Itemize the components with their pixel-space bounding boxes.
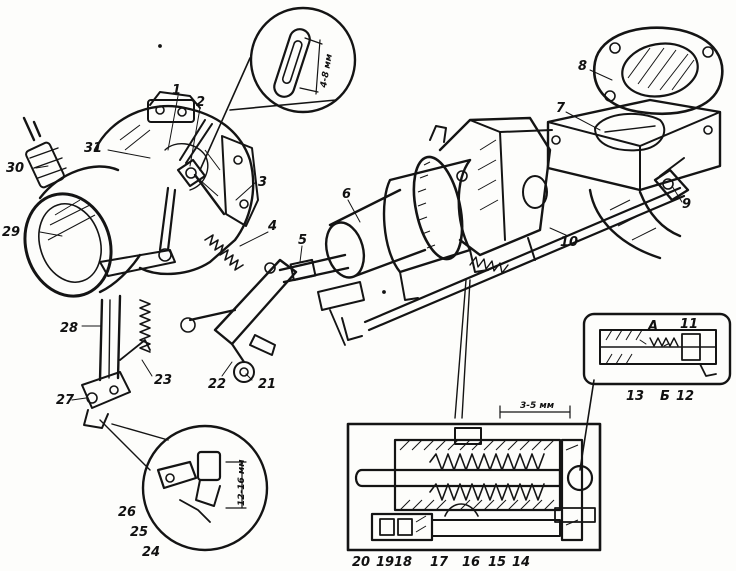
callout-6: 6 — [342, 187, 351, 202]
air-intake-horn — [23, 165, 176, 298]
callout-12: 12 — [676, 389, 694, 404]
callout-labels: 1 2 3 4 5 6 7 8 9 10 11 12 13 14 15 16 1… — [2, 59, 698, 570]
leader-lines — [35, 69, 683, 401]
callout-20: 20 — [352, 555, 370, 570]
callout-29: 29 — [2, 225, 20, 240]
fuel-pump-unit — [546, 26, 724, 260]
choke-solenoid — [22, 116, 67, 189]
callout-14: 14 — [512, 555, 530, 570]
stroke-dimension-label: 12-16 мм — [237, 459, 247, 506]
callout-A: А — [647, 319, 658, 334]
governor-housing-6 — [324, 116, 553, 341]
callout-27: 27 — [56, 393, 75, 408]
governor-lever-21-22 — [180, 258, 298, 383]
callout-10: 10 — [560, 235, 578, 250]
callout-1: 1 — [172, 83, 181, 98]
stray-dot-mark — [158, 44, 162, 48]
stray-dot-mark — [382, 290, 386, 294]
callout-26: 26 — [118, 505, 136, 520]
callout-28: 28 — [60, 321, 78, 336]
governor-cross-section: 3-5 мм — [346, 279, 602, 552]
callout-18: 18 — [394, 555, 412, 570]
throttle-rod-assembly — [81, 294, 151, 429]
callout-9: 9 — [682, 197, 691, 212]
slot-dimension-label: 4-8 мм — [319, 53, 335, 90]
callout-21: 21 — [258, 377, 276, 392]
control-rod-10 — [363, 186, 686, 332]
callout-4: 4 — [267, 219, 277, 234]
callout-30: 30 — [6, 161, 24, 176]
flange-hatching — [627, 47, 695, 91]
callout-7: 7 — [556, 101, 566, 116]
callout-19: 19 — [376, 555, 394, 570]
callout-2: 2 — [196, 95, 205, 110]
callout-16: 16 — [462, 555, 480, 570]
callout-15: 15 — [488, 555, 506, 570]
valve-detail-inset — [579, 312, 732, 471]
gap-dimension-label: 3-5 мм — [520, 401, 555, 411]
callout-B: Б — [660, 389, 670, 404]
callout-25: 25 — [130, 525, 148, 540]
callout-22: 22 — [208, 377, 226, 392]
throttle-lever-linkage — [158, 119, 226, 262]
callout-3: 3 — [258, 175, 267, 190]
stroke-detail-magnifier: 12-16 мм — [99, 419, 269, 552]
callout-17: 17 — [430, 555, 449, 570]
callout-13: 13 — [626, 389, 644, 404]
callout-24: 24 — [142, 545, 160, 560]
callout-11: 11 — [680, 317, 698, 332]
ribbed-collar — [417, 161, 436, 249]
carburetor-body — [93, 91, 259, 276]
spring-23 — [139, 299, 151, 353]
callout-31: 31 — [84, 141, 102, 156]
callout-8: 8 — [578, 59, 587, 74]
callout-23: 23 — [154, 373, 172, 388]
slot-detail-magnifier: 4-8 мм — [199, 6, 357, 171]
callout-5: 5 — [298, 233, 307, 248]
return-spring-4 — [204, 234, 244, 271]
